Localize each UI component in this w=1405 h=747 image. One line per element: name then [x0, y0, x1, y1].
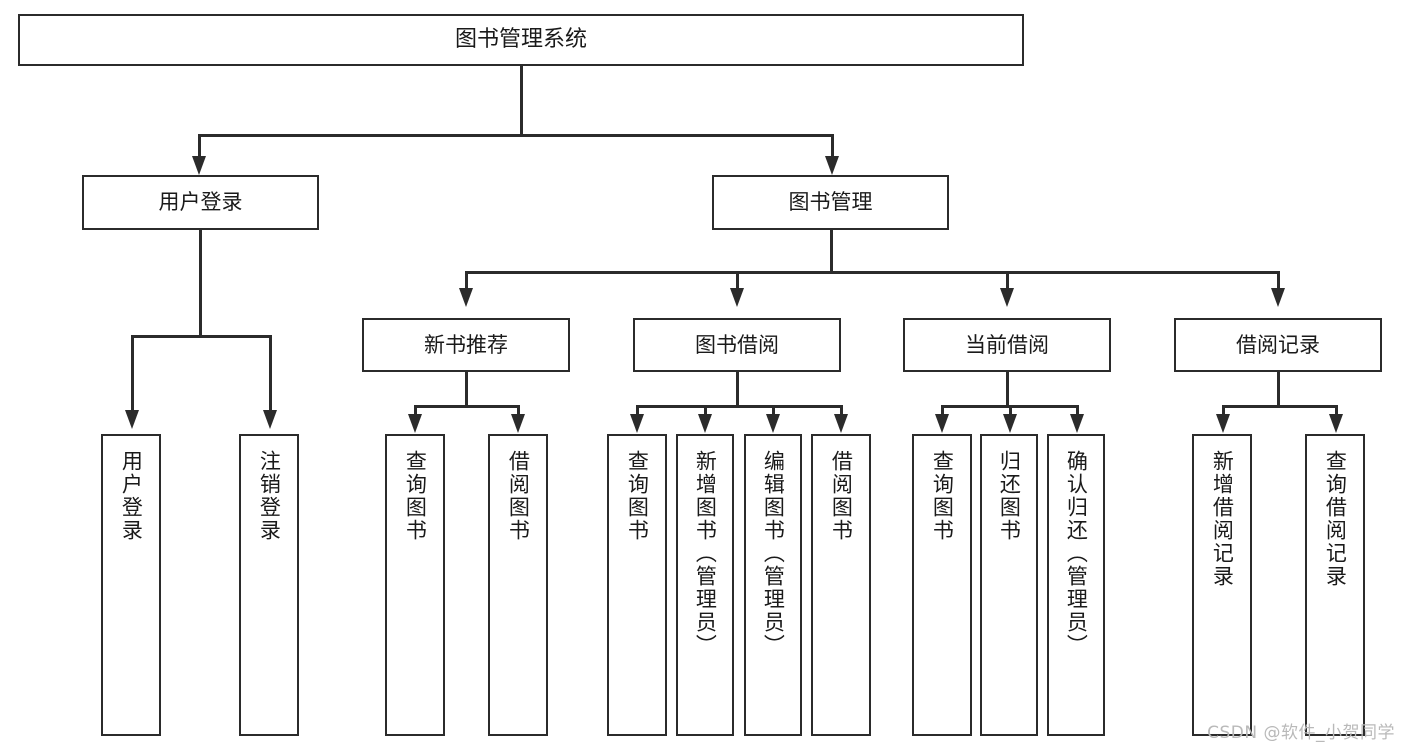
node-label: 注销登录: [257, 450, 282, 542]
edge-current-borrow-stem: [1006, 372, 1009, 407]
leaf-bb-borrow-book[interactable]: 借阅图书: [811, 434, 871, 736]
node-label: 编辑图书（管理员）: [761, 450, 786, 657]
node-label: 借阅图书: [506, 450, 531, 542]
edge-cb-to-return: [1009, 405, 1012, 419]
leaf-logout[interactable]: 注销登录: [239, 434, 299, 736]
arrowhead-cb-query-books: [935, 414, 949, 433]
arrowhead-book-borrow: [730, 288, 744, 307]
arrowhead-br-add-record: [1216, 414, 1230, 433]
edge-bm-to-book-borrow: [736, 271, 739, 293]
leaf-cb-query-books[interactable]: 查询图书: [912, 434, 972, 736]
node-label: 查询借阅记录: [1323, 450, 1348, 588]
node-book-management[interactable]: 图书管理: [712, 175, 949, 230]
node-book-borrowing[interactable]: 图书借阅: [633, 318, 841, 372]
node-label: 用户登录: [158, 190, 243, 215]
edge-book-borrow-split-bar: [636, 405, 842, 408]
node-label: 新增借阅记录: [1210, 450, 1235, 588]
edge-bm-to-current-borrow: [1006, 271, 1009, 293]
arrowhead-nb-borrow-books: [511, 414, 525, 433]
node-label: 查询图书: [625, 450, 650, 542]
arrowhead-borrow-records: [1271, 288, 1285, 307]
arrowhead-current-borrow: [1000, 288, 1014, 307]
node-label: 确认归还（管理员）: [1064, 450, 1089, 657]
node-current-borrowing[interactable]: 当前借阅: [903, 318, 1111, 372]
node-label: 图书管理系统: [454, 27, 587, 53]
edge-cb-to-confirm: [1076, 405, 1079, 419]
arrowhead-br-query-record: [1329, 414, 1343, 433]
node-label: 查询图书: [403, 450, 428, 542]
node-label: 图书借阅: [695, 332, 779, 357]
edge-book-borrow-stem: [736, 372, 739, 407]
arrowhead-leaf-logout: [263, 410, 277, 429]
node-label: 归还图书: [997, 450, 1022, 542]
edge-book-management-stem: [830, 230, 833, 274]
edge-cb-to-query: [941, 405, 944, 419]
leaf-br-add-record[interactable]: 新增借阅记录: [1192, 434, 1252, 736]
edge-user-login-stem: [199, 230, 202, 337]
edge-nb-to-borrow: [517, 405, 520, 419]
csdn-watermark: CSDN @软件_小贺同学: [1207, 723, 1395, 743]
leaf-cb-confirm-return-admin[interactable]: 确认归还（管理员）: [1047, 434, 1105, 736]
edge-user-login-split-bar: [131, 335, 272, 338]
leaf-bb-add-book-admin[interactable]: 新增图书（管理员）: [676, 434, 734, 736]
edge-root-split-bar: [198, 134, 833, 137]
edge-user-login-to-leaf1: [131, 335, 134, 415]
arrowhead-user-login: [192, 156, 206, 175]
arrowhead-leaf-user-login: [125, 410, 139, 429]
edge-br-to-add: [1222, 405, 1225, 419]
edge-new-books-split-bar: [414, 405, 517, 408]
node-label: 新增图书（管理员）: [693, 450, 718, 657]
leaf-bb-edit-book-admin[interactable]: 编辑图书（管理员）: [744, 434, 802, 736]
leaf-bb-query-books[interactable]: 查询图书: [607, 434, 667, 736]
node-new-book-recommendation[interactable]: 新书推荐: [362, 318, 570, 372]
node-label: 新书推荐: [424, 332, 508, 357]
edge-borrow-records-stem: [1277, 372, 1280, 407]
edge-root-to-user-login: [198, 134, 201, 162]
edge-bm-to-new-books: [465, 271, 468, 293]
edge-bb-to-add: [704, 405, 707, 419]
arrowhead-book-management: [825, 156, 839, 175]
edge-br-to-query: [1335, 405, 1338, 419]
node-label: 借阅记录: [1236, 332, 1320, 357]
node-label: 当前借阅: [965, 332, 1049, 357]
edge-new-books-stem: [465, 372, 468, 407]
leaf-user-login[interactable]: 用户登录: [101, 434, 161, 736]
arrowhead-bb-edit-book: [766, 414, 780, 433]
leaf-nb-query-books[interactable]: 查询图书: [385, 434, 445, 736]
node-user-login[interactable]: 用户登录: [82, 175, 319, 230]
node-root-book-management-system[interactable]: 图书管理系统: [18, 14, 1024, 66]
edge-bb-to-edit: [772, 405, 775, 419]
arrowhead-bb-query-books: [630, 414, 644, 433]
leaf-nb-borrow-books[interactable]: 借阅图书: [488, 434, 548, 736]
edge-root-stem: [520, 66, 523, 136]
arrowhead-bb-add-book: [698, 414, 712, 433]
edge-bb-to-query: [636, 405, 639, 419]
node-label: 用户登录: [119, 450, 144, 542]
edge-user-login-to-leaf2: [269, 335, 272, 415]
arrowhead-nb-query-books: [408, 414, 422, 433]
node-label: 图书管理: [788, 190, 873, 215]
edge-nb-to-query: [414, 405, 417, 419]
leaf-cb-return-books[interactable]: 归还图书: [980, 434, 1038, 736]
arrowhead-cb-return-books: [1003, 414, 1017, 433]
node-label: 查询图书: [930, 450, 955, 542]
edge-borrow-records-split-bar: [1222, 405, 1335, 408]
arrowhead-cb-confirm-return: [1070, 414, 1084, 433]
edge-bb-to-borrow: [840, 405, 843, 419]
edge-bm-to-borrow-records: [1277, 271, 1280, 293]
edge-book-management-split-bar: [465, 271, 1279, 274]
edge-root-to-book-management: [831, 134, 834, 162]
node-label: 借阅图书: [829, 450, 854, 542]
leaf-br-query-record[interactable]: 查询借阅记录: [1305, 434, 1365, 736]
arrowhead-bb-borrow-book: [834, 414, 848, 433]
arrowhead-new-books: [459, 288, 473, 307]
node-borrowing-records[interactable]: 借阅记录: [1174, 318, 1382, 372]
